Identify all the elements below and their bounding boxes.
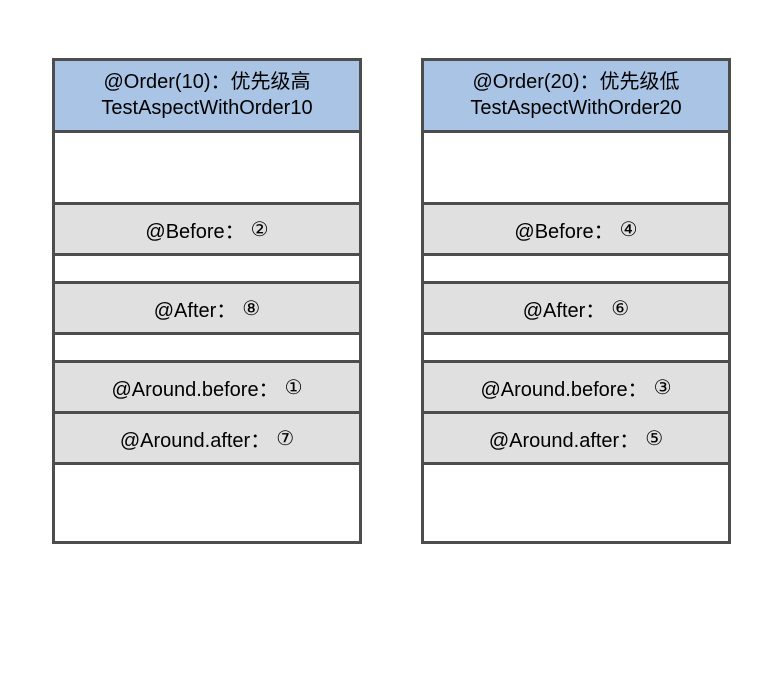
advice-order-number: ① (284, 376, 303, 399)
aspect-row-around-after: @Around.after： ⑤ (424, 414, 728, 465)
advice-order-number: ⑥ (611, 297, 630, 320)
advice-label: @Before： (514, 220, 614, 243)
advice-order-number: ③ (653, 376, 672, 399)
advice-label: @Around.before： (111, 378, 279, 401)
advice-order-number: ② (250, 218, 269, 241)
aspect-row-after: @After： ⑥ (424, 284, 728, 335)
aspect-header-class-line: TestAspectWithOrder10 (101, 96, 313, 119)
aspect-header-order10: @Order(10)：优先级高 TestAspectWithOrder10 (55, 61, 359, 133)
aspect-row-around-after: @Around.after： ⑦ (55, 414, 359, 465)
aspect-row-around-before: @Around.before： ③ (424, 363, 728, 414)
aspect-row-empty (424, 335, 728, 363)
advice-label: @Around.before： (480, 378, 648, 401)
aspect-row-empty (424, 256, 728, 284)
aspect-row-empty (424, 465, 728, 541)
aspect-header-order-line: @Order(20)：优先级低 (472, 70, 680, 93)
aspect-row-empty (424, 133, 728, 205)
aspect-row-before: @Before： ② (55, 205, 359, 256)
advice-order-number: ④ (619, 218, 638, 241)
aspect-header-class-line: TestAspectWithOrder20 (470, 96, 682, 119)
advice-label: @After： (153, 299, 237, 322)
aspect-row-around-before: @Around.before： ① (55, 363, 359, 414)
aspect-column-order10: @Order(10)：优先级高 TestAspectWithOrder10 @B… (52, 58, 362, 544)
advice-order-number: ⑤ (645, 427, 664, 450)
aspect-header-order20: @Order(20)：优先级低 TestAspectWithOrder20 (424, 61, 728, 133)
aspect-row-empty (55, 465, 359, 541)
aspect-header-order-line: @Order(10)：优先级高 (103, 70, 311, 93)
aspect-row-empty (55, 133, 359, 205)
advice-label: @Around.after： (488, 429, 640, 452)
aspect-row-empty (55, 335, 359, 363)
aspect-row-before: @Before： ④ (424, 205, 728, 256)
advice-order-number: ⑧ (242, 297, 261, 320)
aspect-column-order20: @Order(20)：优先级低 TestAspectWithOrder20 @B… (421, 58, 731, 544)
advice-label: @After： (522, 299, 606, 322)
aspect-row-after: @After： ⑧ (55, 284, 359, 335)
advice-order-number: ⑦ (276, 427, 295, 450)
aspect-row-empty (55, 256, 359, 284)
advice-label: @Before： (145, 220, 245, 243)
advice-label: @Around.after： (119, 429, 271, 452)
